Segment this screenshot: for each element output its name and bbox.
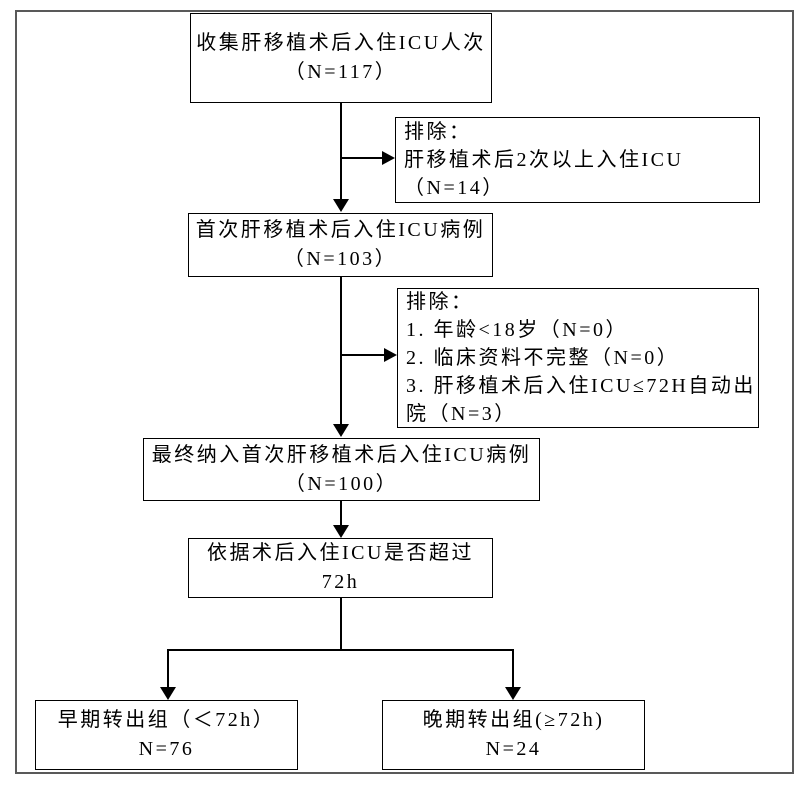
box-grouping-criteria-line1: 依据术后入住ICU是否超过 (207, 542, 474, 564)
box-exclude-2-line5: 院（N=3） (406, 403, 517, 425)
box-exclude-2-line1: 排除： (406, 291, 474, 313)
box-exclude-1: 排除： 肝移植术后2次以上入住ICU （N=14） (395, 117, 760, 203)
arrowhead-down-1 (333, 199, 349, 212)
box-first-admission-line2: （N=103） (283, 248, 398, 270)
box-exclude-1-line1: 排除： (404, 121, 472, 143)
arrowhead-right-2 (384, 348, 397, 362)
box-late-group-line2: N=24 (485, 738, 542, 760)
box-exclude-1-line2: 肝移植术后2次以上入住ICU (404, 149, 684, 171)
box-exclude-2-line3: 2. 临床资料不完整（N=0） (406, 347, 680, 369)
box-exclude-2-line4: 3. 肝移植术后入住ICU≤72H自动出 (406, 375, 756, 397)
box-exclude-1-line3: （N=14） (404, 177, 505, 199)
box-final-included-line2: （N=100） (284, 472, 399, 495)
box-final-included-line1: 最终纳入首次肝移植术后入住ICU病例 (151, 443, 532, 466)
arrowhead-down-2 (333, 424, 349, 437)
box-first-admission: 首次肝移植术后入住ICU病例 （N=103） (188, 213, 493, 277)
box-final-included: 最终纳入首次肝移植术后入住ICU病例 （N=100） (143, 438, 540, 501)
box-first-admission-line1: 首次肝移植术后入住ICU病例 (195, 219, 486, 241)
box-exclude-2-line2: 1. 年龄<18岁（N=0） (406, 319, 629, 341)
arrowhead-down-left (160, 687, 176, 700)
box-late-group: 晚期转出组(≥72h) N=24 (382, 700, 645, 770)
arrowhead-down-3 (333, 525, 349, 538)
box-early-group-line1: 早期转出组（＜72h） (57, 709, 276, 731)
outer-frame (15, 10, 794, 774)
box-collect: 收集肝移植术后入住ICU人次 （N=117） (190, 13, 492, 103)
box-early-group-line2: N=76 (138, 738, 195, 760)
box-collect-line2: （N=117） (284, 61, 398, 83)
arrowhead-down-right (505, 687, 521, 700)
arrowhead-right-1 (382, 151, 395, 165)
box-early-group: 早期转出组（＜72h） N=76 (35, 700, 298, 770)
box-grouping-criteria: 依据术后入住ICU是否超过 72h (188, 538, 493, 598)
box-grouping-criteria-line2: 72h (321, 571, 360, 593)
box-collect-line1: 收集肝移植术后入住ICU人次 (196, 32, 486, 54)
box-late-group-line1: 晚期转出组(≥72h) (422, 709, 605, 731)
box-exclude-2: 排除： 1. 年龄<18岁（N=0） 2. 临床资料不完整（N=0） 3. 肝移… (397, 288, 759, 428)
